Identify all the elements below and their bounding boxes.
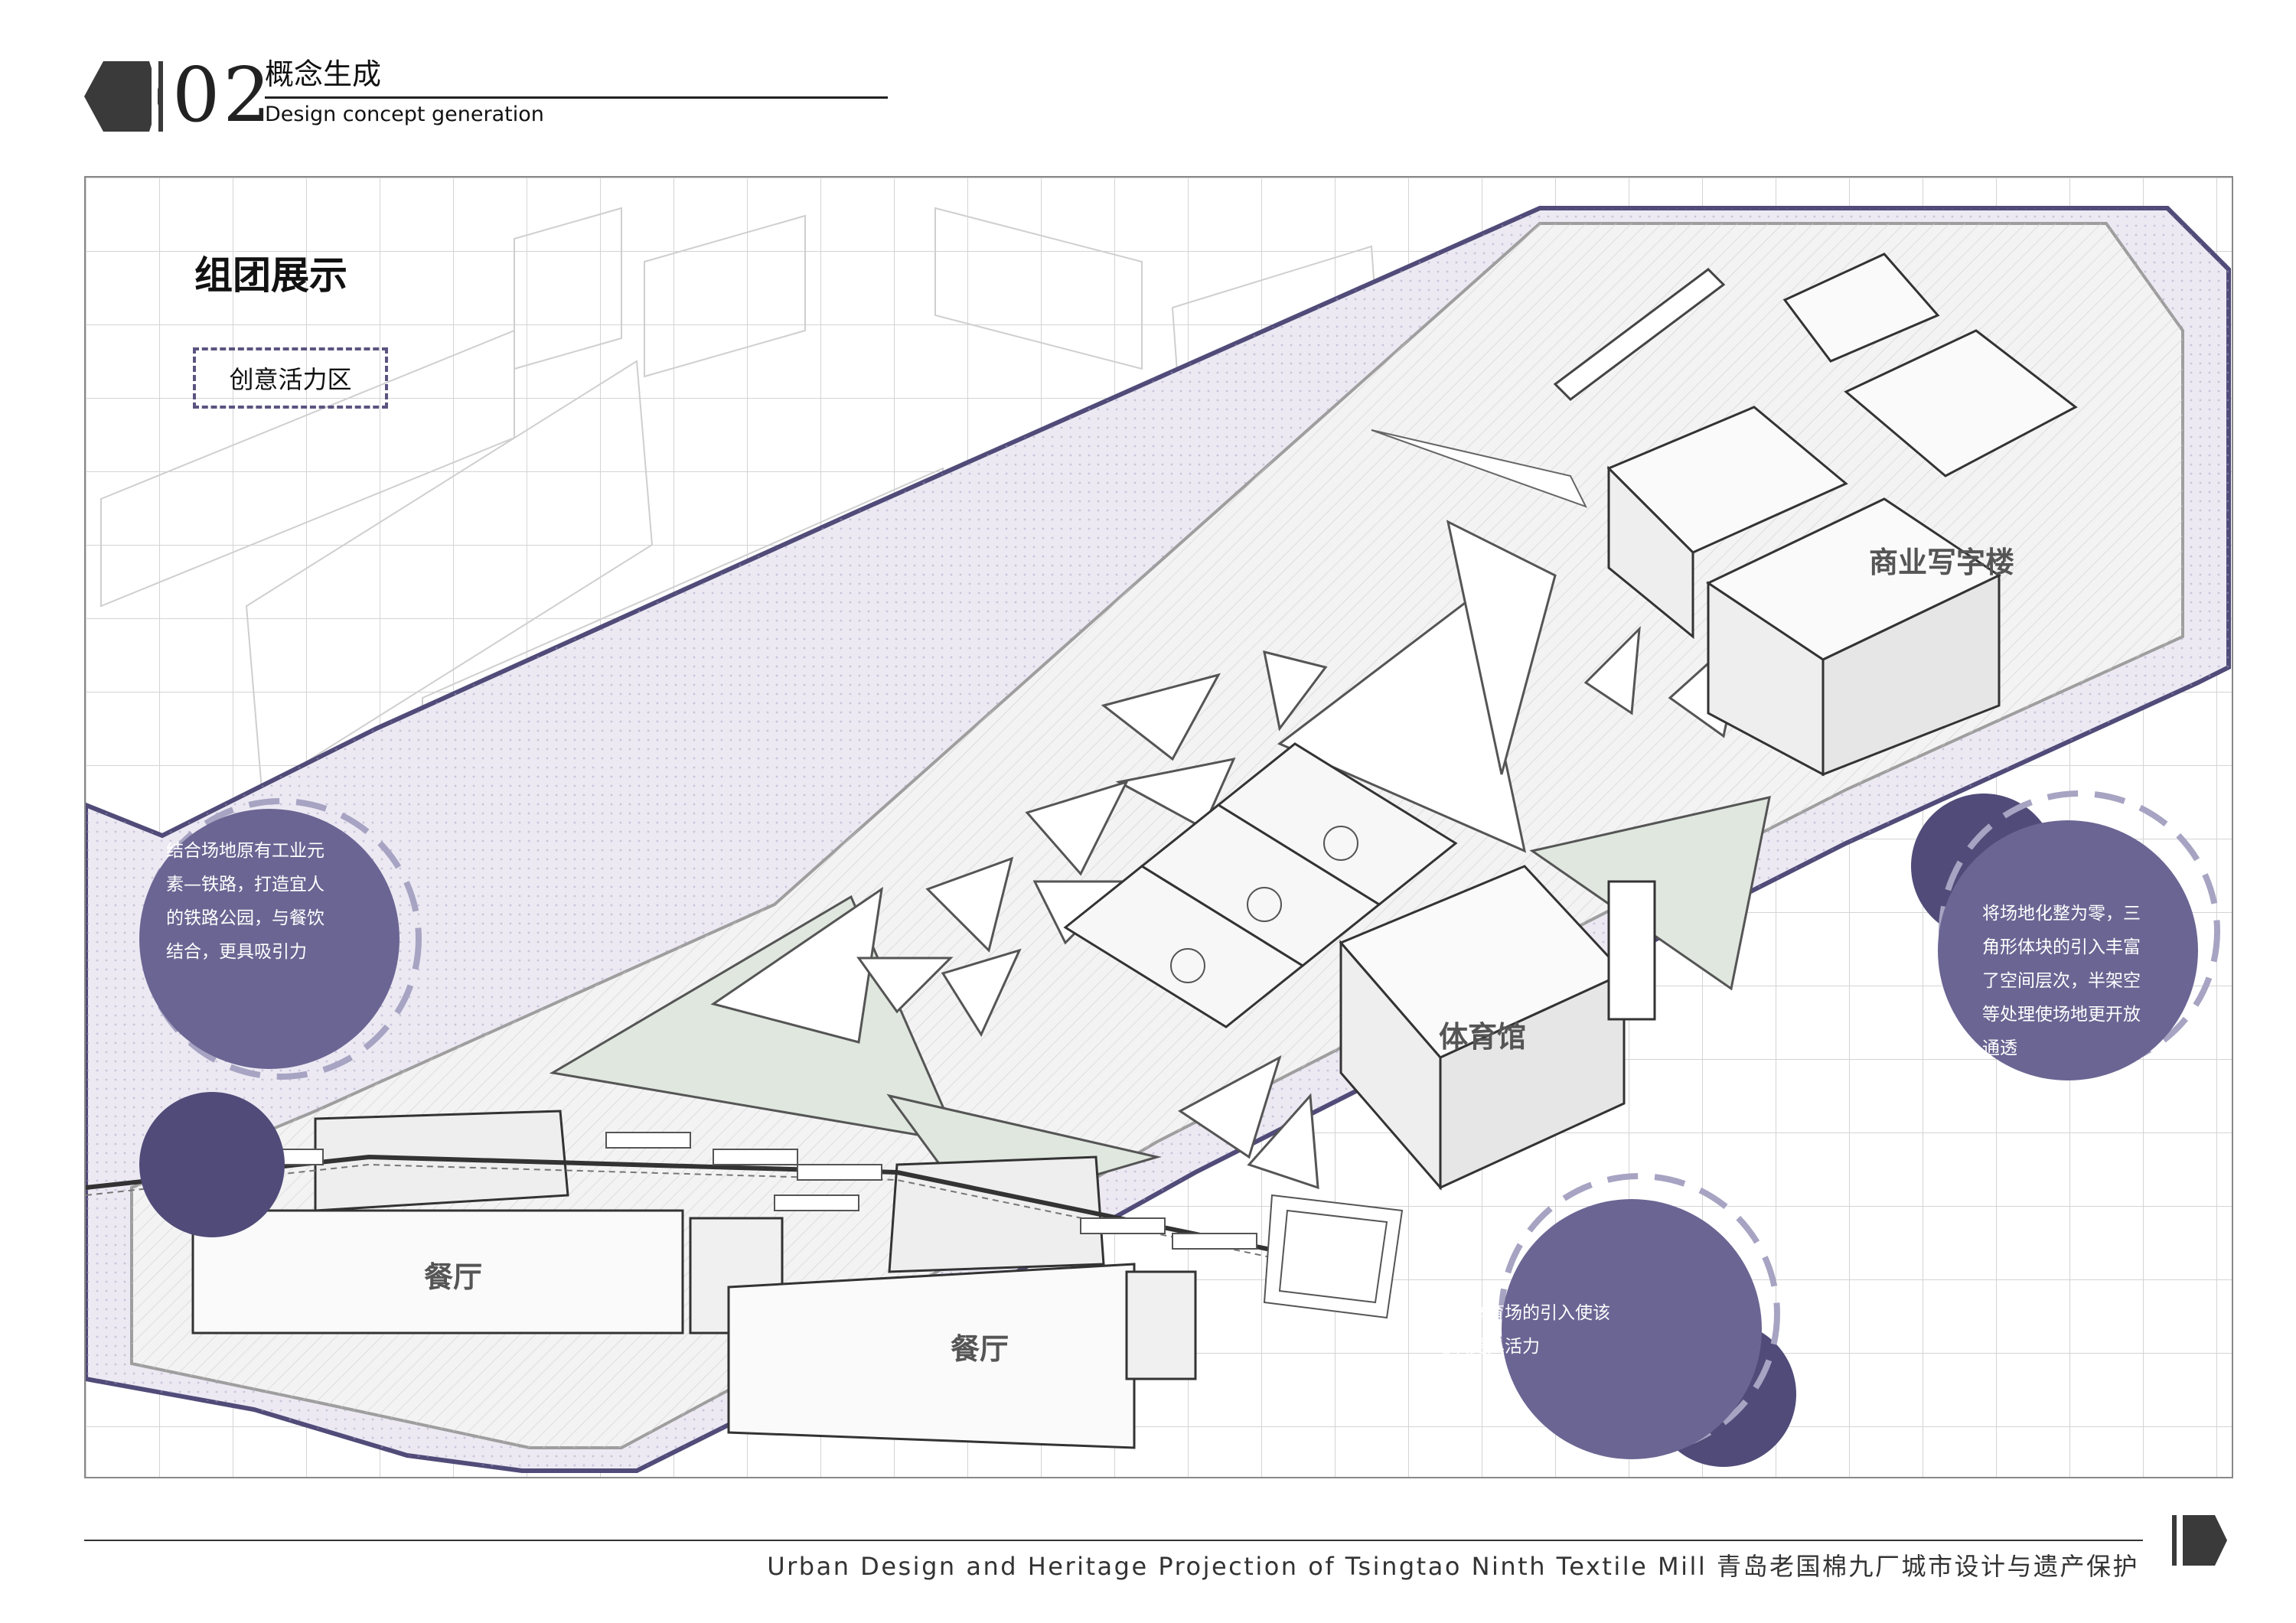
left-note-line: 素—铁路，打造宜人: [166, 875, 325, 895]
restaurant-left-label: 餐厅: [424, 1260, 483, 1294]
left-note-line: 结合，更具吸引力: [166, 942, 307, 962]
footer-hexagon-icon: [2172, 1515, 2227, 1566]
bottom-note: 开放体育场的引入使该 地块更具活力: [1434, 1296, 1679, 1364]
gym-building: [1339, 865, 1656, 1191]
page-title: 概念生成: [265, 57, 382, 91]
right-note-line: 将场地化整为零，三: [1982, 904, 2141, 924]
bottom-note-line: 地块更具活力: [1434, 1337, 1540, 1357]
restaurant-right: [727, 1155, 1197, 1449]
bottom-note-circles: [1499, 1173, 1796, 1467]
header-hexagon-icon: [84, 61, 163, 132]
right-note-line: 了空间层次，半架空: [1982, 971, 2141, 991]
right-note-line: 等处理使场地更开放: [1982, 1005, 2141, 1025]
basketball-courts: [1063, 742, 1458, 1028]
zone-label: 创意活力区: [193, 347, 388, 409]
right-note: 将场地化整为零，三 角形体块的引入丰富 了空间层次，半架空 等处理使场地更开放 …: [1982, 897, 2197, 1065]
footer-text: Urban Design and Heritage Projection of …: [767, 1552, 2139, 1581]
bottom-note-line: 开放体育场的引入使该: [1434, 1303, 1610, 1323]
left-note-line: 结合场地原有工业元: [166, 841, 325, 861]
left-note: 结合场地原有工业元 素—铁路，打造宜人 的铁路公园，与餐饮 结合，更具吸引力: [166, 834, 373, 969]
restaurant-right-label: 餐厅: [951, 1332, 1009, 1366]
stepped-plaza: [1263, 1194, 1404, 1319]
left-note-line: 的铁路公园，与餐饮: [166, 908, 325, 928]
site-plan: [86, 178, 2232, 1477]
section-number: 02: [172, 52, 274, 139]
restaurant-left: [191, 1110, 784, 1335]
footer-rule: [84, 1540, 2143, 1541]
page-subtitle: Design concept generation: [265, 103, 544, 126]
top-railway: [1553, 268, 1726, 401]
right-note-circles: [1911, 790, 2220, 1080]
header-underline: [265, 96, 888, 99]
site-plan-frame: 组团展示 创意活力区 商业写字楼 体育馆 餐厅 餐厅 结合场地原有工业元 素—铁…: [84, 176, 2233, 1478]
gym-label: 体育馆: [1439, 1020, 1527, 1054]
left-note-circles: [139, 798, 422, 1237]
office-label: 商业写字楼: [1869, 546, 2015, 579]
right-note-line: 角形体块的引入丰富: [1982, 937, 2141, 957]
section-heading: 组团展示: [194, 253, 347, 298]
office-building: [1606, 253, 2078, 777]
right-note-line: 通透: [1982, 1038, 2017, 1058]
